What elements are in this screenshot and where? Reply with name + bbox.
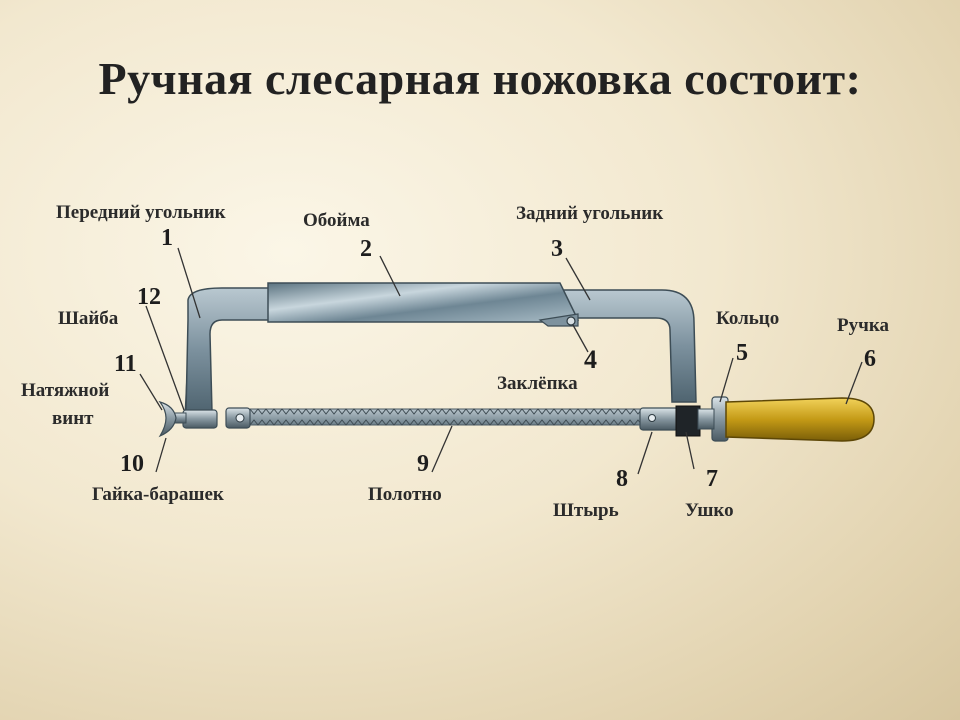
blade-teeth-path [249,419,643,426]
blade [239,408,661,426]
num-eye: 7 [706,466,718,492]
label-blade: Полотно [368,484,442,505]
num-sleeve: 2 [360,236,372,262]
sleeve [267,282,580,323]
num-blade: 9 [417,451,429,477]
num-washer: 12 [137,284,161,310]
front-corner [185,287,273,413]
front-block [182,409,218,429]
wing-nut [158,400,177,438]
num-rivet: 4 [584,345,597,374]
num-back-corner: 3 [551,236,563,262]
page-title: Ручная слесарная ножовка состоит: [98,53,862,104]
label-rivet: Заклёпка [497,373,578,394]
num-ring: 5 [736,340,748,366]
num-front-corner: 1 [161,225,173,251]
leader-lines [139,247,863,475]
num-tension-screw: 11 [114,351,137,377]
label-washer: Шайба [58,308,119,329]
label-tension-screw: Натяжной [21,380,110,401]
num-handle: 6 [864,346,876,372]
label-pin: Штырь [553,500,619,521]
label-sleeve: Обойма [303,210,370,231]
eye [675,405,701,437]
back-corner [559,289,697,403]
num-pin: 8 [616,466,628,492]
rivet [566,316,576,326]
blade-teeth-path-top [249,408,643,415]
label-eye: Ушко [685,500,734,521]
num-wing-nut: 10 [120,451,144,477]
label-handle: Ручка [837,315,889,336]
label-front-corner: Передний угольник [56,202,226,223]
blade-teeth [249,408,643,426]
handle [725,397,875,442]
label-ring: Кольцо [716,308,780,329]
label-tension-screw-2: винт [52,408,94,429]
label-back-corner: Задний угольник [516,203,664,224]
label-wing-nut: Гайка-барашек [92,484,224,505]
rear-pin-holder [639,407,679,431]
